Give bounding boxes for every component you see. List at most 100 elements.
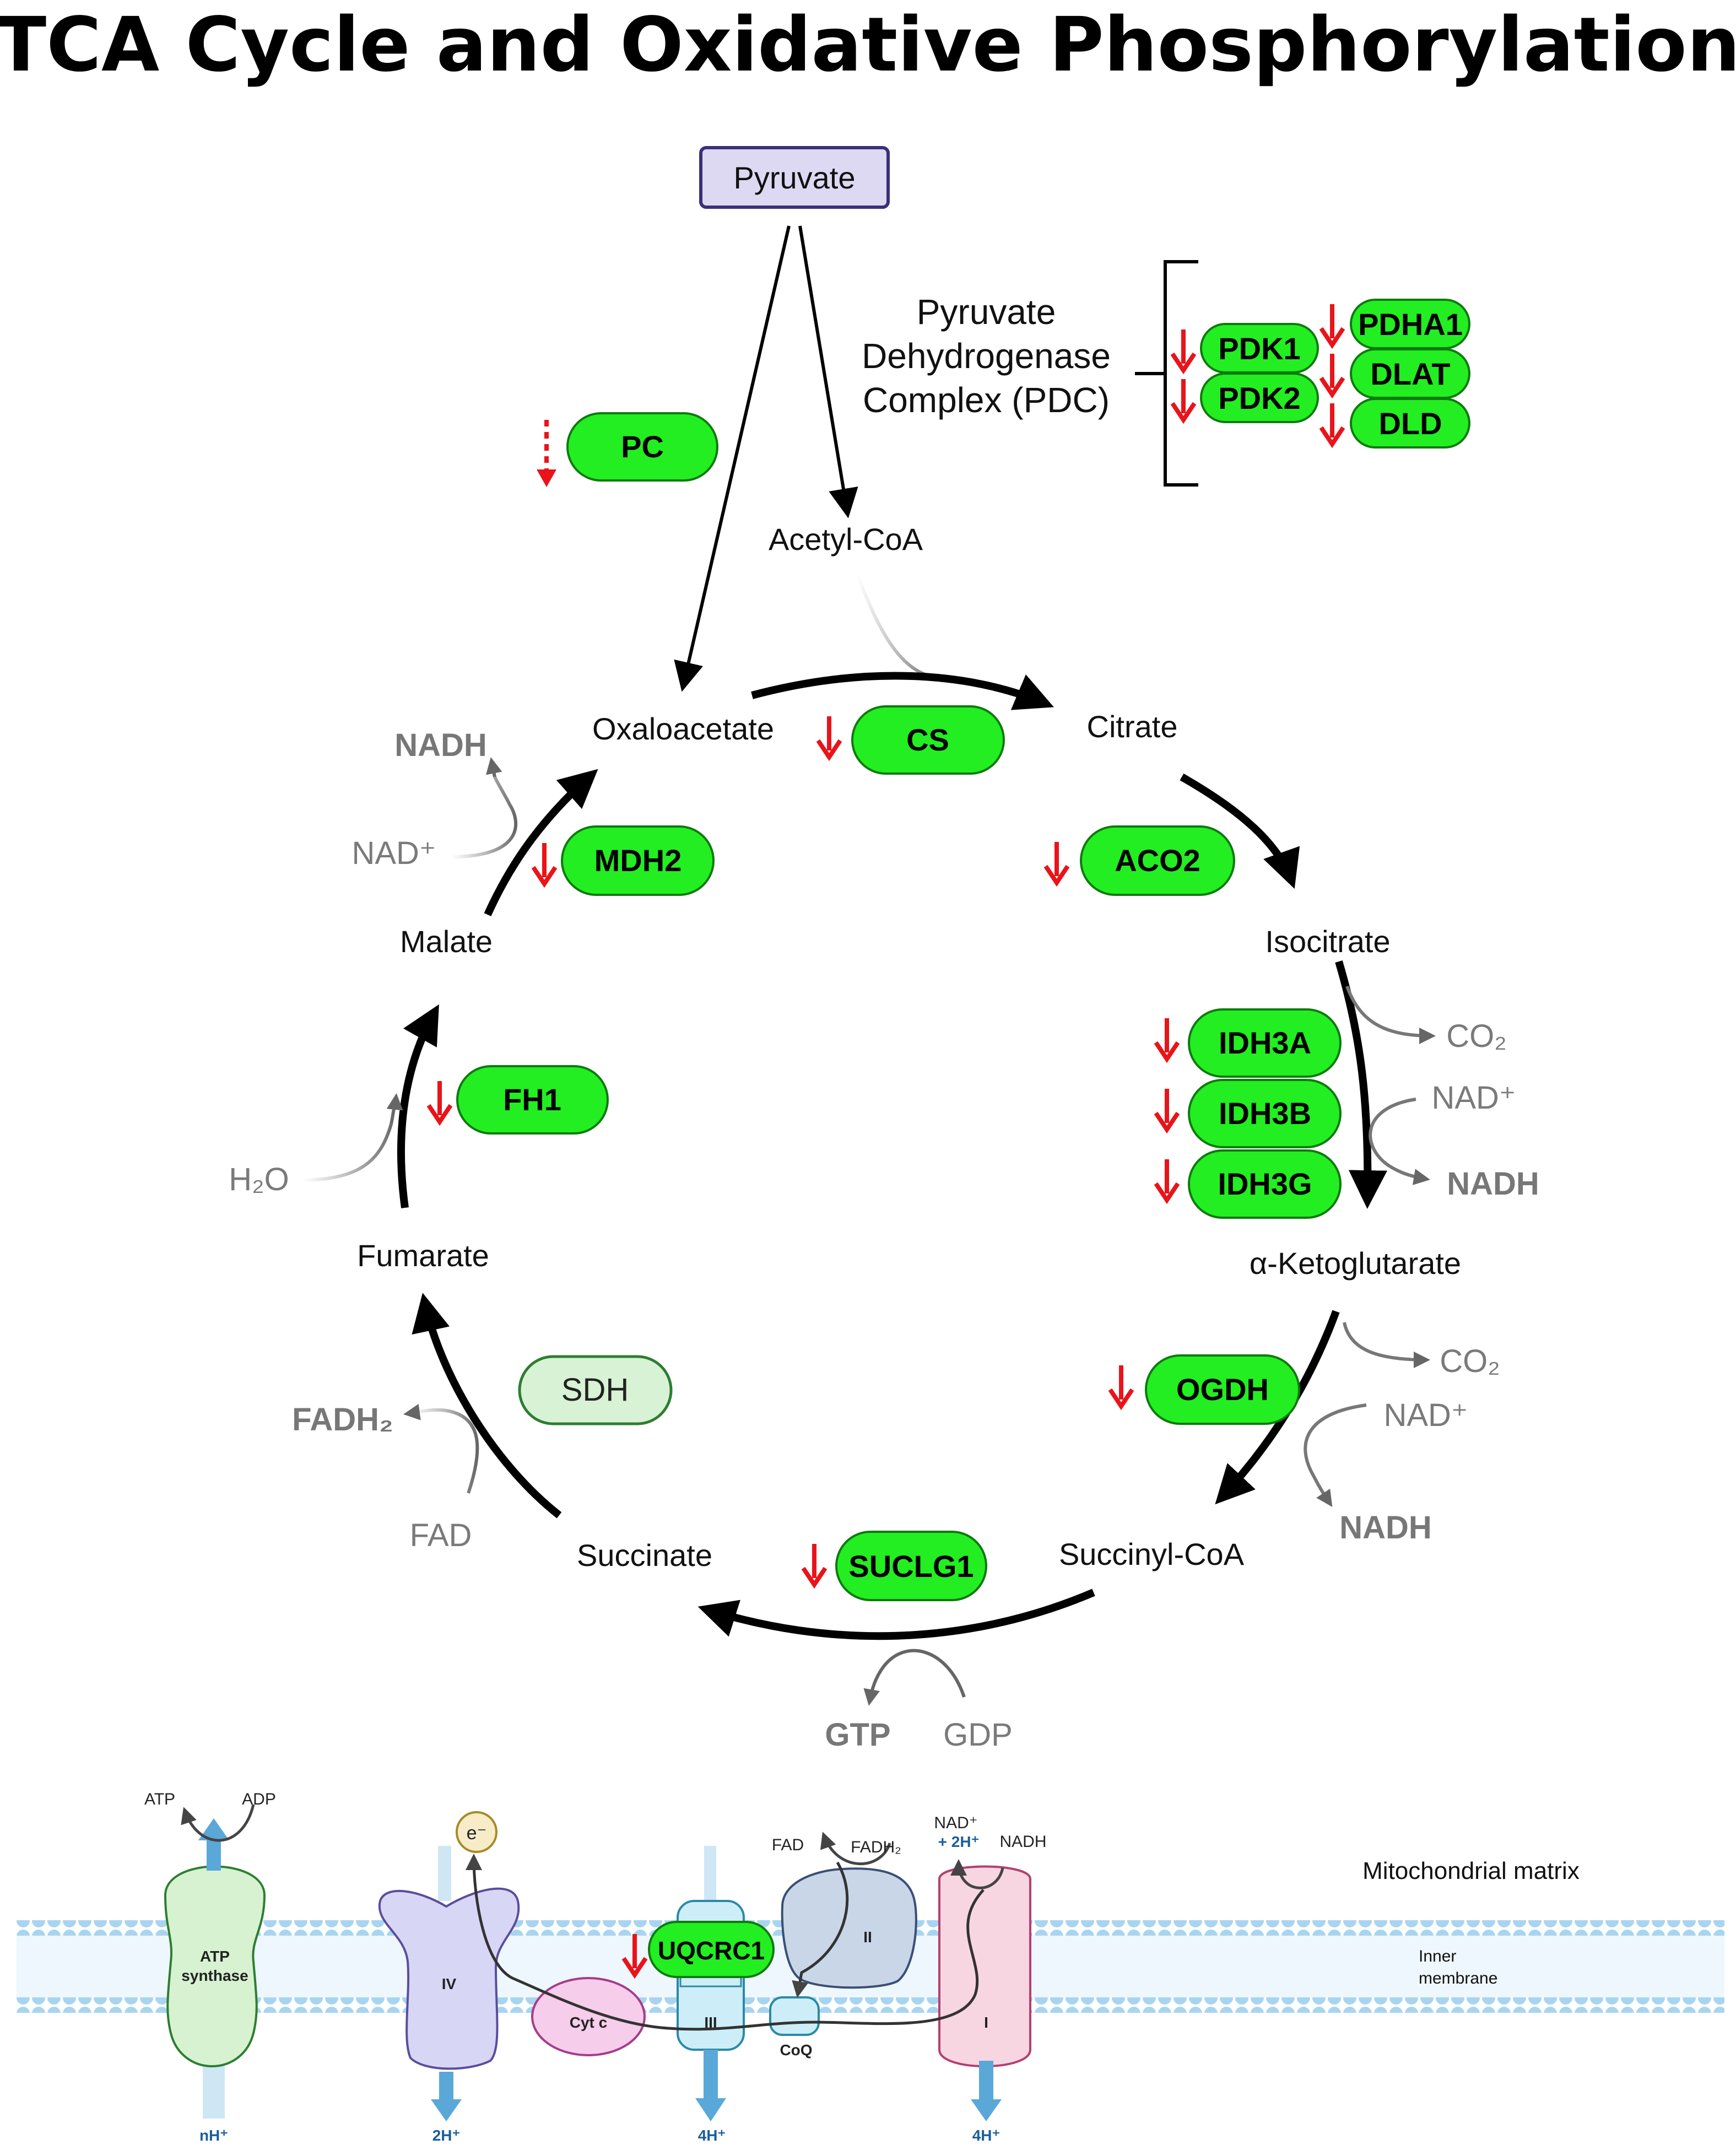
gene-dlat: DLAT: [1321, 348, 1470, 399]
succinylcoa-to-succinate-arrow: [697, 1589, 1095, 1640]
akg-nadh-label: NADH: [1339, 1510, 1432, 1546]
complex-ii: II: [781, 1867, 917, 1989]
gene-suclg1: SUCLG1: [803, 1531, 987, 1601]
akg-nadh-side-arrow: [1304, 1403, 1367, 1507]
gene-pdk2: PDK2: [1172, 372, 1319, 423]
svg-text:UQCRC1: UQCRC1: [658, 1936, 765, 1965]
complex-ii-fadh2-label: FADH₂: [851, 1838, 901, 1856]
gene-uqcrc1: UQCRC1: [624, 1921, 775, 1978]
svg-text:DLAT: DLAT: [1370, 356, 1450, 391]
svg-text:OGDH: OGDH: [1176, 1372, 1269, 1407]
coq-label: CoQ: [780, 2041, 812, 2059]
gene-fh1: FH1: [429, 1065, 609, 1135]
complex-ii-fad-label: FAD: [772, 1836, 804, 1854]
citrate-to-isocitrate-arrow: [1180, 773, 1300, 889]
svg-text:DLD: DLD: [1378, 406, 1442, 441]
svg-text:PDK2: PDK2: [1218, 381, 1300, 415]
malate-nadh-label: NADH: [394, 727, 487, 763]
oxaloacetate-label: Oxaloacetate: [592, 711, 774, 746]
membrane-label-1: Inner: [1419, 1947, 1456, 1965]
atp-label: ATP: [144, 1790, 175, 1808]
succinate-fad-label: FAD: [410, 1517, 472, 1553]
fumarate-h2o-label: H₂O: [229, 1162, 289, 1197]
gene-pdk1: PDK1: [1172, 323, 1319, 374]
pdc-bracket: [1135, 260, 1198, 487]
svg-text:FH1: FH1: [503, 1082, 561, 1117]
gene-idh3b: IDH3B: [1156, 1079, 1342, 1148]
gene-aco2: ACO2: [1046, 825, 1235, 896]
atp-adp-arrow: [181, 1804, 255, 1842]
succinylcoa-gdp-label: GDP: [943, 1717, 1013, 1753]
matrix-label: Mitochondrial matrix: [1362, 1857, 1580, 1884]
electron-path: [466, 1854, 985, 2031]
isocitrate-co2-label: CO₂: [1446, 1018, 1507, 1054]
complex-ii-label: II: [863, 1928, 872, 1946]
succinylcoa-gtp-label: GTP: [825, 1717, 890, 1753]
svg-text:SUCLG1: SUCLG1: [848, 1549, 974, 1584]
isocitrate-label: Isocitrate: [1265, 924, 1390, 959]
akg-co2-side-arrow: [1343, 1322, 1430, 1368]
gene-idh3g: IDH3G: [1156, 1149, 1342, 1219]
proton-nh-label: nH⁺: [199, 2127, 228, 2144]
akg-co2-label: CO₂: [1440, 1343, 1500, 1379]
membrane-label-2: membrane: [1419, 1969, 1497, 1987]
proton-2h-label: 2H⁺: [432, 2127, 461, 2144]
gene-dld: DLD: [1321, 398, 1470, 449]
pdc-label-line3: Complex (PDC): [863, 380, 1110, 420]
isocitrate-nadh-side-arrow: [1369, 1098, 1430, 1185]
svg-text:IDH3B: IDH3B: [1219, 1096, 1311, 1131]
malate-nadh-side-arrow: [451, 776, 518, 858]
succinate-to-fumarate-arrow: [412, 1293, 562, 1519]
akg-nad-label: NAD⁺: [1383, 1397, 1468, 1433]
isocitrate-co2-side-arrow: [1345, 985, 1436, 1044]
gene-cs: CS: [818, 705, 1005, 775]
svg-text:IDH3G: IDH3G: [1218, 1166, 1312, 1201]
complex-ii-fad-arrow: [820, 1832, 891, 1866]
pyruvate-to-acetylcoa-arrow: [798, 225, 858, 518]
pdc-label-line2: Dehydrogenase: [862, 336, 1111, 376]
complex-iv-label: IV: [442, 1975, 457, 1992]
malate-label: Malate: [400, 924, 493, 959]
isocitrate-nad-label: NAD⁺: [1431, 1080, 1516, 1116]
atp-synthase-label: ATP: [200, 1948, 230, 1965]
gene-pdha1: PDHA1: [1321, 299, 1470, 349]
page-title: TCA Cycle and Oxidative Phosphorylation: [0, 2, 1736, 89]
complex-i-nad-label: NAD⁺: [934, 1814, 977, 1832]
acetylcoa-to-citrate-arrow: [855, 572, 937, 679]
atp-synthase-label-2: synthase: [181, 1967, 248, 1984]
complex-i-nadh-label: NADH: [999, 1833, 1046, 1851]
proton-4h-iii-label: 4H⁺: [698, 2127, 726, 2144]
succinate-label: Succinate: [577, 1538, 712, 1573]
alpha-ketoglutarate-label: α-Ketoglutarate: [1250, 1246, 1461, 1281]
coq: CoQ: [769, 1996, 820, 2059]
cyt-c-label: Cyt c: [570, 2014, 607, 2031]
electron-label: e⁻: [467, 1823, 487, 1844]
complex-i-label: I: [984, 2014, 988, 2031]
succinate-fadh2-side-arrow: [410, 1408, 479, 1494]
svg-text:IDH3A: IDH3A: [1219, 1025, 1311, 1060]
complex-iii: III: [677, 1846, 745, 2121]
pyruvate-to-oxaloacetate-arrow: [674, 225, 791, 692]
succinylcoa-gtp-side-arrow: [863, 1649, 966, 1706]
gene-sdh: SDH: [518, 1355, 673, 1425]
pdc-label-line1: Pyruvate: [917, 292, 1056, 332]
svg-text:MDH2: MDH2: [594, 843, 682, 878]
isocitrate-nadh-label: NADH: [1447, 1166, 1539, 1202]
fumarate-h2o-side-arrow: [302, 1101, 397, 1182]
complex-i: I: [938, 1865, 1031, 2121]
citrate-label: Citrate: [1087, 709, 1178, 744]
complex-ii-to-coq-path: [792, 1861, 849, 1998]
pyruvate-label: Pyruvate: [734, 160, 856, 195]
complex-i-nadh-arrow: [950, 1859, 1004, 1889]
svg-text:PDHA1: PDHA1: [1358, 307, 1463, 342]
adp-label: ADP: [242, 1790, 276, 1808]
succinyl-coa-label: Succinyl-CoA: [1059, 1537, 1245, 1571]
succinate-fadh2-label: FADH₂: [292, 1402, 393, 1438]
pyruvate-node: Pyruvate: [699, 146, 890, 209]
svg-text:ACO2: ACO2: [1115, 843, 1200, 878]
proton-4h-i-label: 4H⁺: [972, 2127, 1001, 2144]
atp-synthase: ATP synthase: [164, 1818, 266, 2119]
complex-iii-label: III: [704, 2014, 717, 2031]
gene-ogdh: OGDH: [1110, 1354, 1300, 1425]
